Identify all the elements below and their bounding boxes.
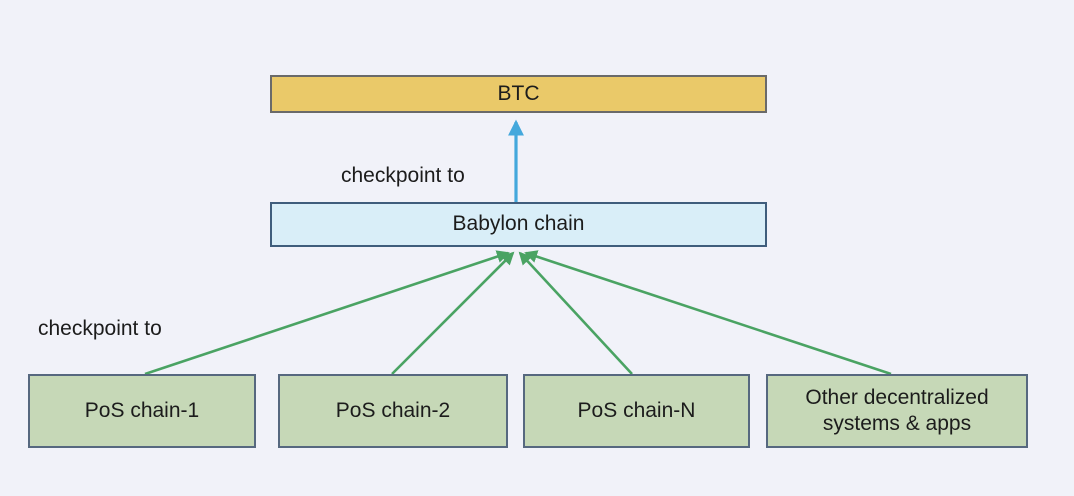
arrow-pos2-to-babylon (391, 251, 515, 375)
pos-chain-2-label: PoS chain-2 (335, 398, 451, 422)
babylon-chain-node: Babylon chain (270, 202, 767, 247)
pos-chain-1-node: PoS chain-1 (28, 374, 256, 448)
arrow-pos3-to-babylon (518, 251, 633, 375)
pos-chain-n-node: PoS chain-N (523, 374, 750, 448)
pos-chain-n-label: PoS chain-N (577, 398, 696, 422)
pos-chain-1-label: PoS chain-1 (84, 398, 200, 422)
pos-chain-2-node: PoS chain-2 (278, 374, 508, 448)
btc-node: BTC (270, 75, 767, 113)
checkpoint-to-label-lower: checkpoint to (38, 317, 162, 340)
arrow-pos1-to-babylon (144, 250, 510, 376)
arrow-pos4-to-babylon (524, 250, 892, 376)
btc-node-label: BTC (497, 81, 540, 105)
other-decentralized-node: Other decentralized systems & apps (766, 374, 1028, 448)
babylon-chain-node-label: Babylon chain (452, 212, 585, 236)
other-decentralized-label: Other decentralized systems & apps (805, 385, 989, 435)
checkpoint-to-label-upper: checkpoint to (341, 164, 465, 187)
